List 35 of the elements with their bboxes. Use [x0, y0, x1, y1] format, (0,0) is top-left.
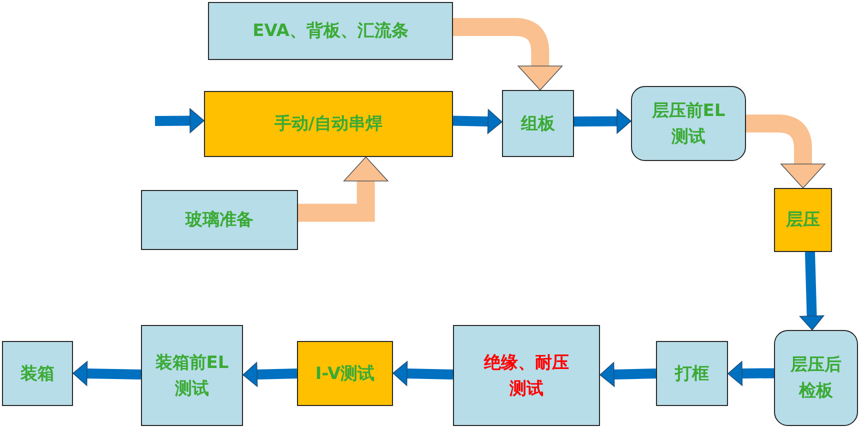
process-box [204, 91, 453, 157]
arrow [574, 108, 632, 134]
arrow [600, 362, 656, 387]
process-box [297, 341, 393, 406]
arrow [298, 156, 388, 222]
step-label: 绝缘、耐压测试 [482, 352, 570, 400]
arrow [728, 361, 774, 386]
process-box [656, 341, 728, 406]
process-box [141, 325, 243, 426]
step-label: 装箱前EL测试 [154, 352, 230, 400]
step-label: 玻璃准备 [186, 209, 254, 232]
process-box [774, 330, 858, 426]
arrow [154, 108, 204, 134]
process-box [141, 190, 298, 250]
arrow [392, 361, 454, 386]
process-box [502, 90, 574, 157]
step-label: 层压前EL测试 [650, 100, 726, 148]
process-box [208, 2, 453, 60]
arrow [452, 109, 502, 134]
arrow [72, 361, 142, 386]
step-label: 手动/自动串焊 [274, 113, 383, 136]
process-box [774, 188, 832, 252]
arrow [242, 362, 298, 387]
process-box [453, 325, 600, 426]
process-box [631, 86, 746, 161]
step-label: 层压 [786, 209, 820, 232]
step-label: EVA、背板、汇流条 [252, 20, 408, 43]
step-label: 装箱 [20, 362, 54, 386]
step-label: 层压后检板 [789, 354, 842, 403]
step-label: I-V测试 [315, 362, 375, 386]
step-label: 组板 [521, 112, 555, 136]
arrow [799, 252, 824, 330]
step-label: 打框 [675, 362, 709, 386]
arrow [453, 18, 563, 90]
process-box [2, 341, 73, 406]
